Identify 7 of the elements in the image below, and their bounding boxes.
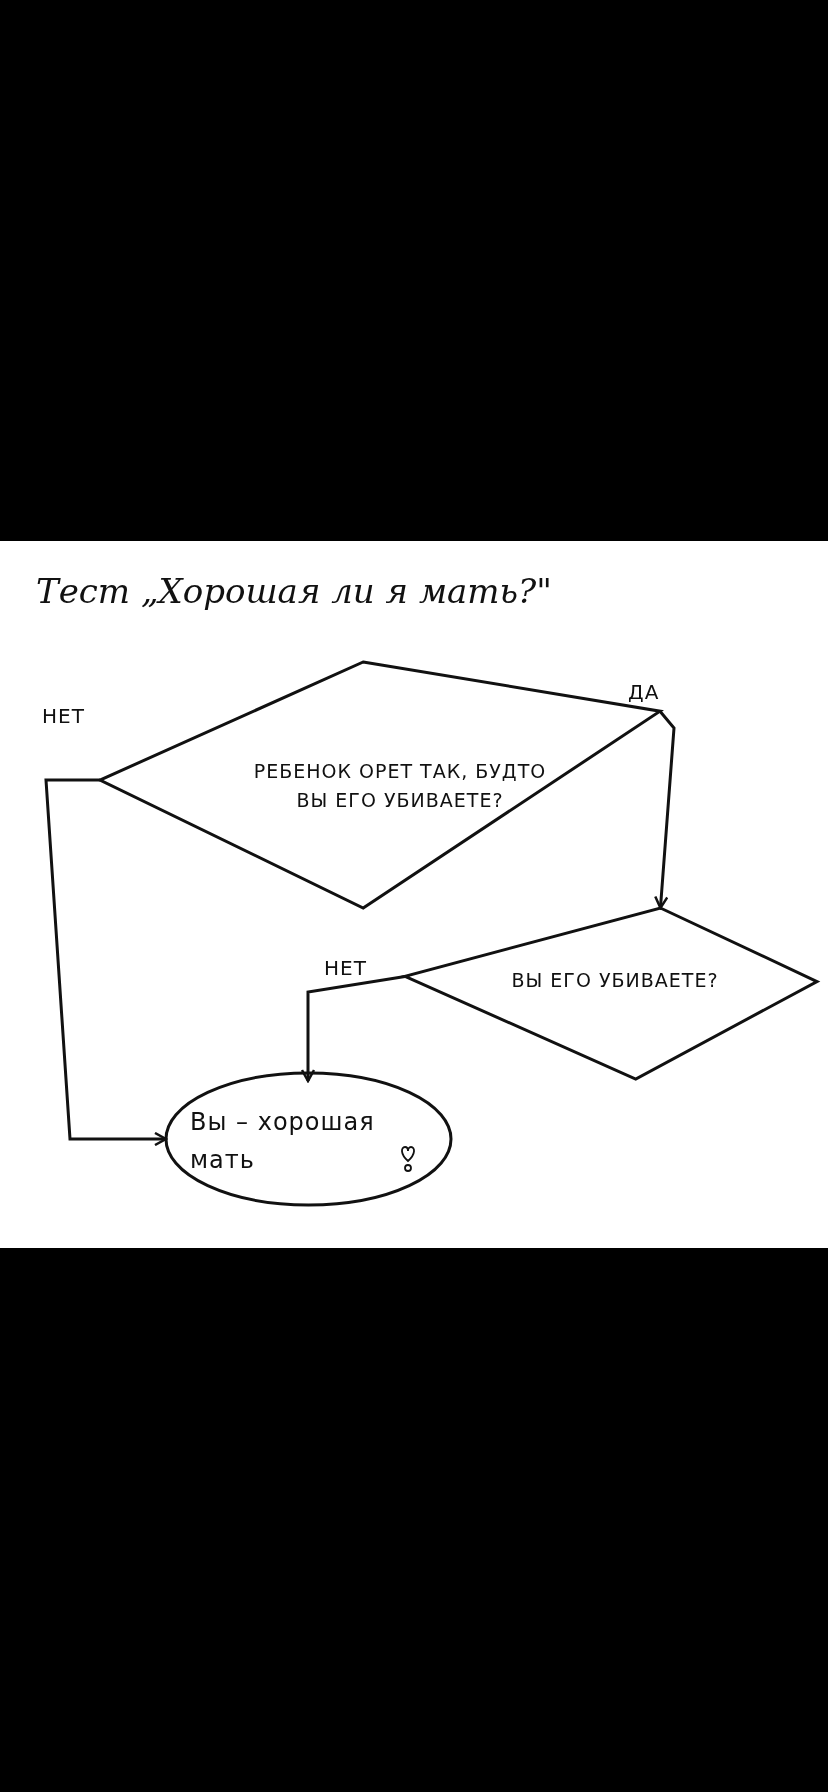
arrow bbox=[44, 778, 168, 1147]
title: Тест „Хорошая ли я мать?" bbox=[36, 571, 552, 611]
node-text: Вы – хорошая мать bbox=[190, 1107, 376, 1177]
arrow bbox=[654, 710, 676, 910]
arrow bbox=[300, 974, 406, 1083]
terminal-oval bbox=[166, 1073, 451, 1205]
node-text: ВЫ ЕГО УБИВАЕТЕ? bbox=[510, 968, 720, 993]
